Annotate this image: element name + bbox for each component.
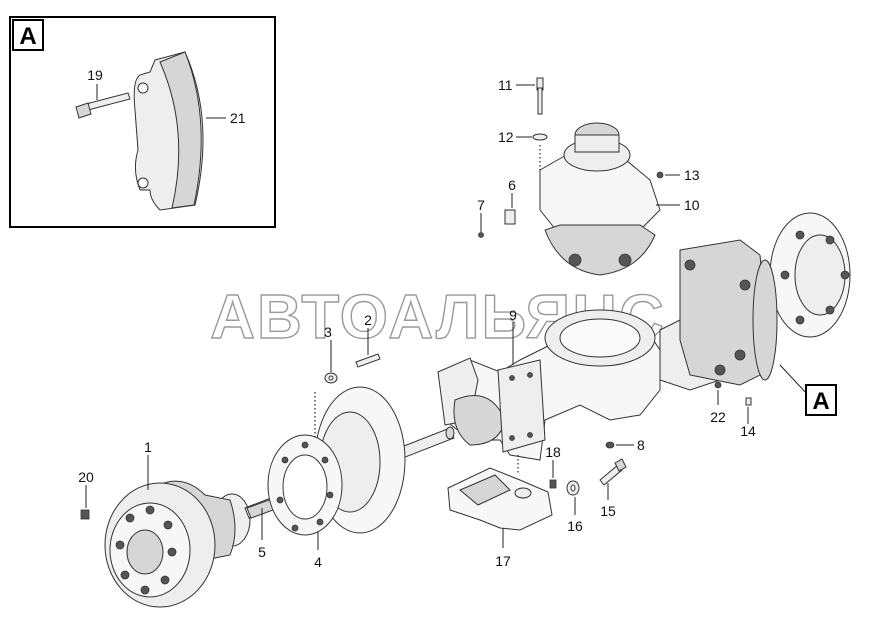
washer-3-hole [328, 375, 334, 381]
label-19: 19 [87, 67, 103, 83]
hub-stud [115, 540, 125, 550]
label-4: 4 [314, 554, 322, 570]
label-7: 7 [477, 197, 485, 213]
label-12: 12 [498, 129, 514, 145]
label-1: 1 [144, 439, 152, 455]
bolt-19-head [75, 102, 92, 119]
right-brake-disc [752, 259, 778, 381]
housing-bore [559, 318, 641, 358]
hub-stud [125, 513, 135, 523]
bolt-head [509, 435, 515, 441]
bolt-head [527, 372, 533, 378]
caliper-piston-area [459, 474, 511, 506]
flange-hole [291, 524, 299, 532]
plug-20 [80, 509, 90, 520]
label-5: 5 [258, 544, 266, 560]
hub-stud [163, 520, 173, 530]
flange-hole [281, 456, 289, 464]
hub-stud [795, 315, 805, 325]
caliper-port [514, 487, 532, 499]
hub-stud [140, 585, 150, 595]
bolt-2 [355, 353, 381, 368]
brake-pad-lining [159, 51, 202, 209]
label-9: 9 [509, 307, 517, 323]
brake-disc: 4 [267, 386, 406, 570]
bolt-head [527, 432, 533, 438]
bolt-head [509, 375, 515, 381]
caliper-bolt [714, 364, 726, 376]
inset-tag-box [12, 19, 44, 51]
hub-center [126, 529, 164, 575]
right-wheel-end [679, 212, 851, 386]
flange-hole [301, 441, 309, 449]
bolt-11 [537, 87, 543, 115]
nipple-22 [714, 381, 722, 389]
hub-stud [795, 230, 805, 240]
inset-tag: A [19, 23, 36, 50]
bleeder-18 [549, 479, 557, 489]
label-11: 11 [498, 77, 513, 93]
hub-stud [120, 570, 130, 580]
hub-stud [825, 235, 835, 245]
flange-hole [316, 518, 324, 526]
hub-stud [825, 305, 835, 315]
screw-14 [745, 397, 752, 406]
label-22: 22 [710, 409, 726, 425]
bolt-15 [599, 464, 623, 486]
flange-hole [321, 456, 329, 464]
label-17: 17 [495, 553, 511, 569]
bolt-15-head [614, 458, 627, 472]
pin-7 [478, 232, 484, 238]
label-18: 18 [545, 444, 561, 460]
diff-bearing-left [568, 253, 582, 267]
flange-hole [326, 491, 334, 499]
leader-callout-a [779, 364, 809, 396]
label-20: 20 [78, 469, 94, 485]
label-15: 15 [600, 503, 616, 519]
nut-13 [656, 171, 664, 179]
flange-hole [276, 496, 284, 504]
label-14: 14 [740, 423, 756, 439]
hub-stud [780, 270, 790, 280]
hub-stud [160, 575, 170, 585]
brake-caliper: 17 [447, 455, 553, 569]
pad-hole-bottom [137, 177, 149, 189]
shim-6 [504, 209, 516, 225]
hub-stud [840, 270, 850, 280]
wheel-hub: 1 [104, 439, 251, 608]
right-brake-caliper [679, 239, 771, 386]
pad-hole-top [137, 82, 149, 94]
housing-bellow [453, 395, 506, 446]
plug-8 [605, 441, 615, 449]
label-16: 16 [567, 518, 583, 534]
differential-carrier: 10 [539, 122, 700, 276]
hub-stud [145, 505, 155, 515]
mounting-flange-bore [282, 454, 328, 520]
shaft-tip [445, 426, 455, 440]
label-8: 8 [637, 437, 645, 453]
label-3: 3 [324, 324, 332, 340]
label-13: 13 [684, 167, 700, 183]
diff-ring-gear [544, 224, 656, 276]
label-10: 10 [684, 197, 700, 213]
caliper-bolt [734, 349, 746, 361]
housing-mount-block [497, 359, 546, 453]
callout-a-box [805, 384, 837, 416]
label-2: 2 [364, 312, 372, 328]
diff-bearing-right [618, 253, 632, 267]
right-hub-face [794, 234, 846, 316]
washer-12 [532, 133, 548, 141]
caliper-body [447, 467, 553, 531]
caliper-bolt [684, 259, 696, 271]
caliper-bolt [739, 279, 751, 291]
diff-pinion-neck [574, 134, 620, 153]
label-21: 21 [230, 110, 246, 126]
inset-a: A 19 21 [9, 16, 276, 228]
callout-a-tag: A [812, 388, 829, 415]
label-6: 6 [508, 177, 516, 193]
hub-stud [167, 547, 177, 557]
washer-16-hole [570, 484, 576, 492]
